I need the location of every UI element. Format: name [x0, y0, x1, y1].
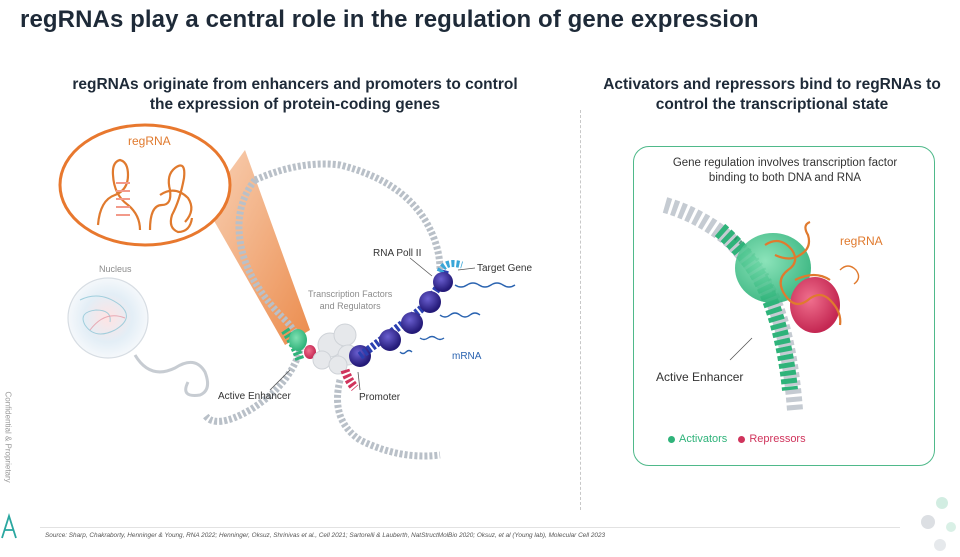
panel-divider [580, 110, 581, 510]
polymerase-3 [419, 291, 441, 313]
source-citation: Source: Sharp, Chakraborty, Henninger & … [45, 532, 606, 539]
target-gene-segment [436, 260, 463, 274]
dna-tail-bottom [334, 379, 441, 460]
regrna-base-pairs [116, 182, 130, 216]
right-regrna-label: regRNA [840, 234, 883, 248]
right-panel-card [633, 146, 935, 466]
card-caption: Gene regulation involves transcription f… [672, 157, 898, 184]
confidential-side-text: Confidential & Proprietary [3, 391, 13, 483]
dna-loop-left [235, 177, 304, 351]
repressor-dot-icon [738, 435, 746, 443]
left-panel-heading: regRNAs originate from enhancers and pro… [72, 76, 518, 113]
enhancer-activator [289, 329, 307, 351]
activator-dot-icon [668, 435, 675, 443]
nucleus-label: Nucleus [99, 264, 132, 274]
page-title: regRNAs play a central role in the regul… [20, 6, 759, 33]
company-logo [1, 513, 17, 539]
nucleus-icon [67, 277, 149, 359]
transcription-factors-cluster [312, 323, 359, 375]
polymerase-4 [433, 272, 453, 292]
target-gene-label: Target Gene [477, 263, 533, 274]
legend-repressors: Repressors [738, 433, 806, 445]
legend: Activators Repressors [668, 433, 806, 445]
repressor-blob [790, 277, 840, 333]
right-active-enhancer-label: Active Enhancer [656, 370, 744, 384]
zoom-beam [205, 150, 310, 345]
polymerase-1 [379, 329, 401, 351]
regrna-hairpin-icon [96, 158, 194, 234]
polymerase-2 [401, 312, 423, 334]
footer-divider [40, 527, 900, 528]
legend-activators: Activators [668, 433, 730, 445]
active-enhancer-label: Active Enhancer [218, 391, 291, 402]
mrna-squiggles [399, 282, 516, 355]
gene-body [357, 268, 449, 360]
rna-pol-label: RNA Poll II [373, 248, 422, 259]
regrna-callout [58, 123, 232, 247]
right-panel-heading: Activators and repressors bind to regRNA… [603, 76, 941, 113]
promoter-label: Promoter [359, 392, 401, 403]
transcription-factors-label: Transcription Factors and Regulators [308, 289, 393, 311]
decorative-dots [921, 497, 956, 551]
mrna-label: mRNA [452, 351, 482, 362]
callout-regrna-label: regRNA [128, 134, 171, 148]
enhancer-dna-green [714, 223, 798, 391]
dna-tail-left [202, 348, 304, 425]
regrna-strand-right [764, 220, 842, 326]
